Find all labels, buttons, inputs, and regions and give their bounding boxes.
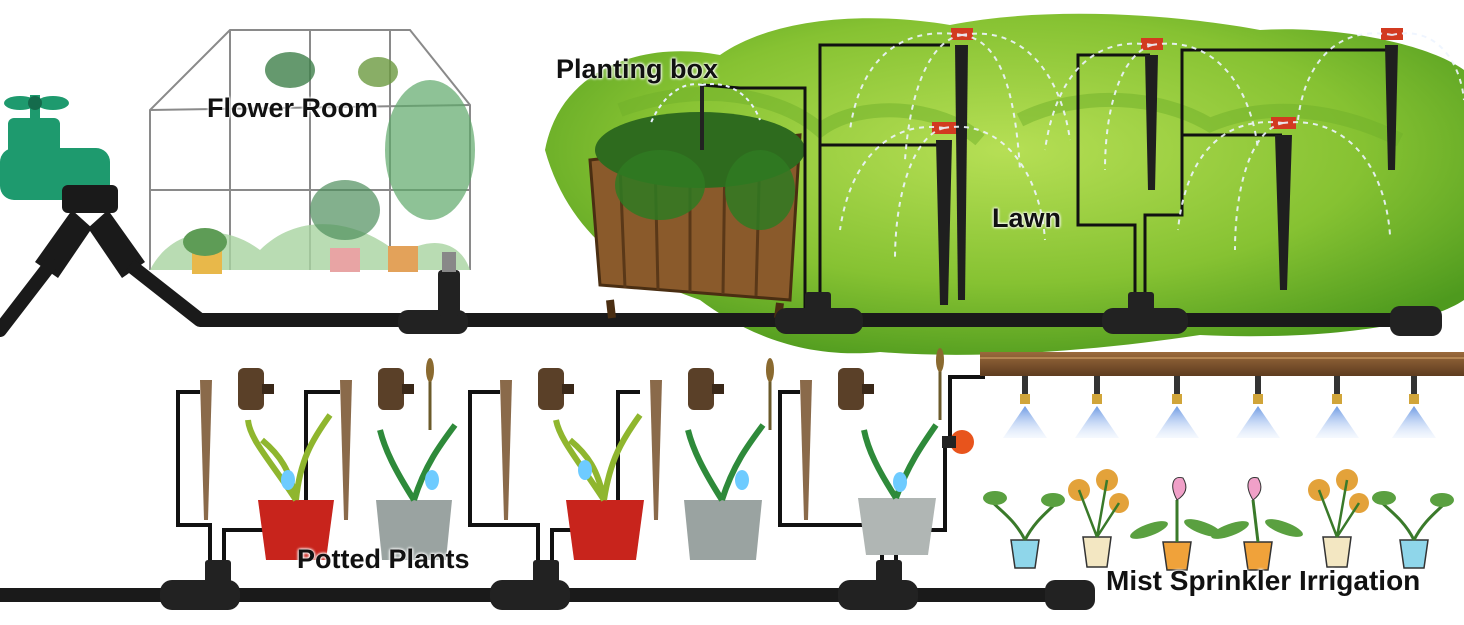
planting-box-label: Planting box [556, 54, 718, 84]
mist-sprinkler-label: Mist Sprinkler Irrigation [1106, 565, 1421, 596]
tee-connector-2 [775, 292, 863, 334]
tee-connector-6 [838, 560, 918, 610]
tee-connector-5 [490, 560, 570, 610]
flower-room-label: Flower Room [207, 93, 379, 123]
mist-plants [983, 469, 1454, 571]
mist-nozzle-icon [1003, 376, 1436, 438]
planting-box-icon [588, 83, 807, 319]
lawn-feed-lines [818, 43, 1390, 315]
planting-box-spray [649, 83, 761, 126]
tee-connector-1 [398, 252, 468, 334]
potted-plants [245, 348, 944, 560]
sprinkler-stake-icon [932, 28, 1403, 305]
ball-valve-icon [942, 430, 974, 454]
end-plug-icon [1045, 580, 1095, 610]
mist-beam [980, 352, 1464, 376]
faucet-icon [0, 95, 110, 200]
potted-plants-label: Potted Plants [297, 544, 470, 574]
sprinkler-spray [839, 32, 1464, 261]
tee-connector-3 [1102, 292, 1188, 334]
end-plug-icon [1390, 306, 1442, 336]
upper-main-tube [0, 258, 1440, 337]
greenhouse-plants [150, 52, 475, 274]
lawn-label: Lawn [992, 203, 1062, 233]
dripper-stake-icon [200, 368, 874, 520]
tee-connector-4 [160, 560, 240, 610]
